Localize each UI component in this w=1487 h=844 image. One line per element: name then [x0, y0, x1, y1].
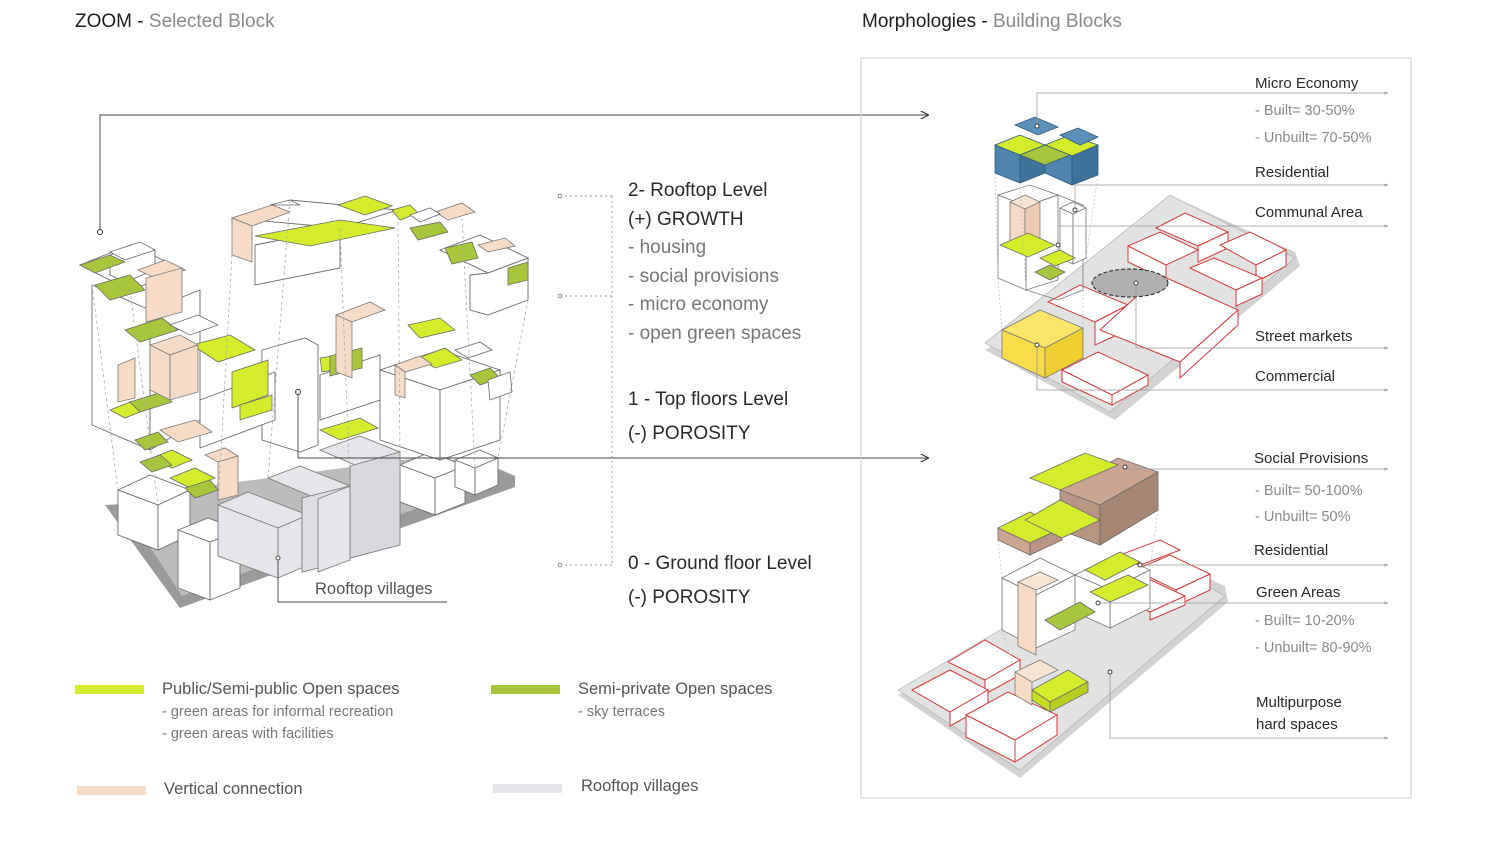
- label-commercial: Commercial: [1255, 368, 1336, 385]
- social-unbuilt-stat: - Unbuilt= 50%: [1255, 509, 1351, 525]
- legend-public-note-2: - green areas with facilities: [162, 726, 334, 742]
- level-2-item-housing: - housing: [628, 237, 707, 258]
- legend-semi-private-note: - sky terraces: [578, 704, 666, 720]
- level-1-block: 1 - Top floors Level (-) POROSITY: [628, 383, 788, 451]
- legend-swatch-rooftop: [493, 784, 562, 793]
- micro-built-stat: - Built= 30-50%: [1255, 103, 1355, 119]
- public-green-tiles: [109, 195, 463, 489]
- level-2-growth: (+) GROWTH: [628, 208, 744, 230]
- top-leader-lines: [1036, 91, 1389, 392]
- semi-private-green-tiles: [78, 221, 529, 499]
- street-market-ellipse: [1091, 268, 1169, 298]
- multipurpose-line-1: Multipurpose: [1256, 694, 1342, 711]
- green-unbuilt-stat: - Unbuilt= 80-90%: [1255, 640, 1372, 656]
- social-provisions-boxes: [997, 452, 1159, 556]
- top-dashed-lines: [994, 172, 1099, 331]
- dashed-connectors: [91, 199, 529, 506]
- level-2-item-social: - social provisions: [628, 265, 779, 287]
- multipurpose-line-2: hard spaces: [1256, 716, 1338, 733]
- commercial-yellow-box: [1001, 309, 1084, 379]
- legend-swatch-semi-private: [491, 685, 560, 694]
- label-multipurpose: Multipurpose hard spaces: [1256, 692, 1342, 736]
- level-2-title: 2- Rooftop Level: [628, 180, 768, 201]
- vertical-connection-boxes: [117, 202, 516, 501]
- morphologies-frame: [860, 57, 1412, 799]
- small-white-boxes: [108, 199, 513, 401]
- level-2-item-micro: - micro economy: [628, 294, 769, 315]
- label-green-areas: Green Areas: [1256, 584, 1341, 601]
- legend-swatch-public-green: [75, 685, 144, 694]
- bottom-green-tiles: [1031, 551, 1149, 713]
- label-street-markets: Street markets: [1255, 328, 1353, 345]
- level-2-block: 2- Rooftop Level (+) GROWTH - housing - …: [628, 177, 801, 348]
- legend-public-label: Public/Semi-public Open spaces: [162, 680, 400, 698]
- bottom-dashed-lines: [997, 509, 1159, 673]
- rooftop-villages-boxes: [216, 435, 402, 579]
- morphologies-title: Morphologies - Building Blocks: [862, 11, 1122, 32]
- level-0-title: 0 - Ground floor Level: [628, 553, 812, 574]
- legend-vertical-label: Vertical connection: [164, 780, 303, 798]
- level-1-title: 1 - Top floors Level: [628, 389, 789, 410]
- label-social-provisions: Social Provisions: [1254, 450, 1369, 467]
- legend-public-note-1: - green areas for informal recreation: [162, 704, 394, 720]
- zoom-title: ZOOM - Selected Block: [75, 11, 275, 32]
- social-built-stat: - Built= 50-100%: [1255, 483, 1363, 499]
- level-0-porosity: (-) POROSITY: [628, 587, 751, 608]
- level-bracket: [560, 195, 613, 566]
- top-green-tiles: [998, 232, 1076, 281]
- label-micro-economy: Micro Economy: [1255, 75, 1359, 92]
- zoom-rooftop-villages-callout: Rooftop villages: [315, 580, 433, 598]
- legend-rooftop-label: Rooftop villages: [581, 777, 699, 795]
- level-1-porosity: (-) POROSITY: [628, 423, 751, 444]
- top-red-buildings: [1046, 212, 1288, 406]
- label-bottom-residential: Residential: [1254, 542, 1329, 559]
- label-communal-area: Communal Area: [1255, 204, 1363, 221]
- green-built-stat: - Built= 10-20%: [1255, 613, 1355, 629]
- level-0-block: 0 - Ground floor Level (-) POROSITY: [628, 547, 812, 615]
- legend-semi-private-label: Semi-private Open spaces: [578, 680, 773, 698]
- legend-swatch-vertical: [77, 786, 146, 795]
- level-2-item-green: - open green spaces: [628, 322, 802, 344]
- micro-economy-blue-boxes: [993, 116, 1100, 186]
- label-top-residential: Residential: [1255, 164, 1330, 181]
- micro-unbuilt-stat: - Unbuilt= 70-50%: [1255, 130, 1372, 146]
- bottom-vertical-connection: [1014, 571, 1059, 706]
- zoom-pointer-lines: [99, 115, 928, 603]
